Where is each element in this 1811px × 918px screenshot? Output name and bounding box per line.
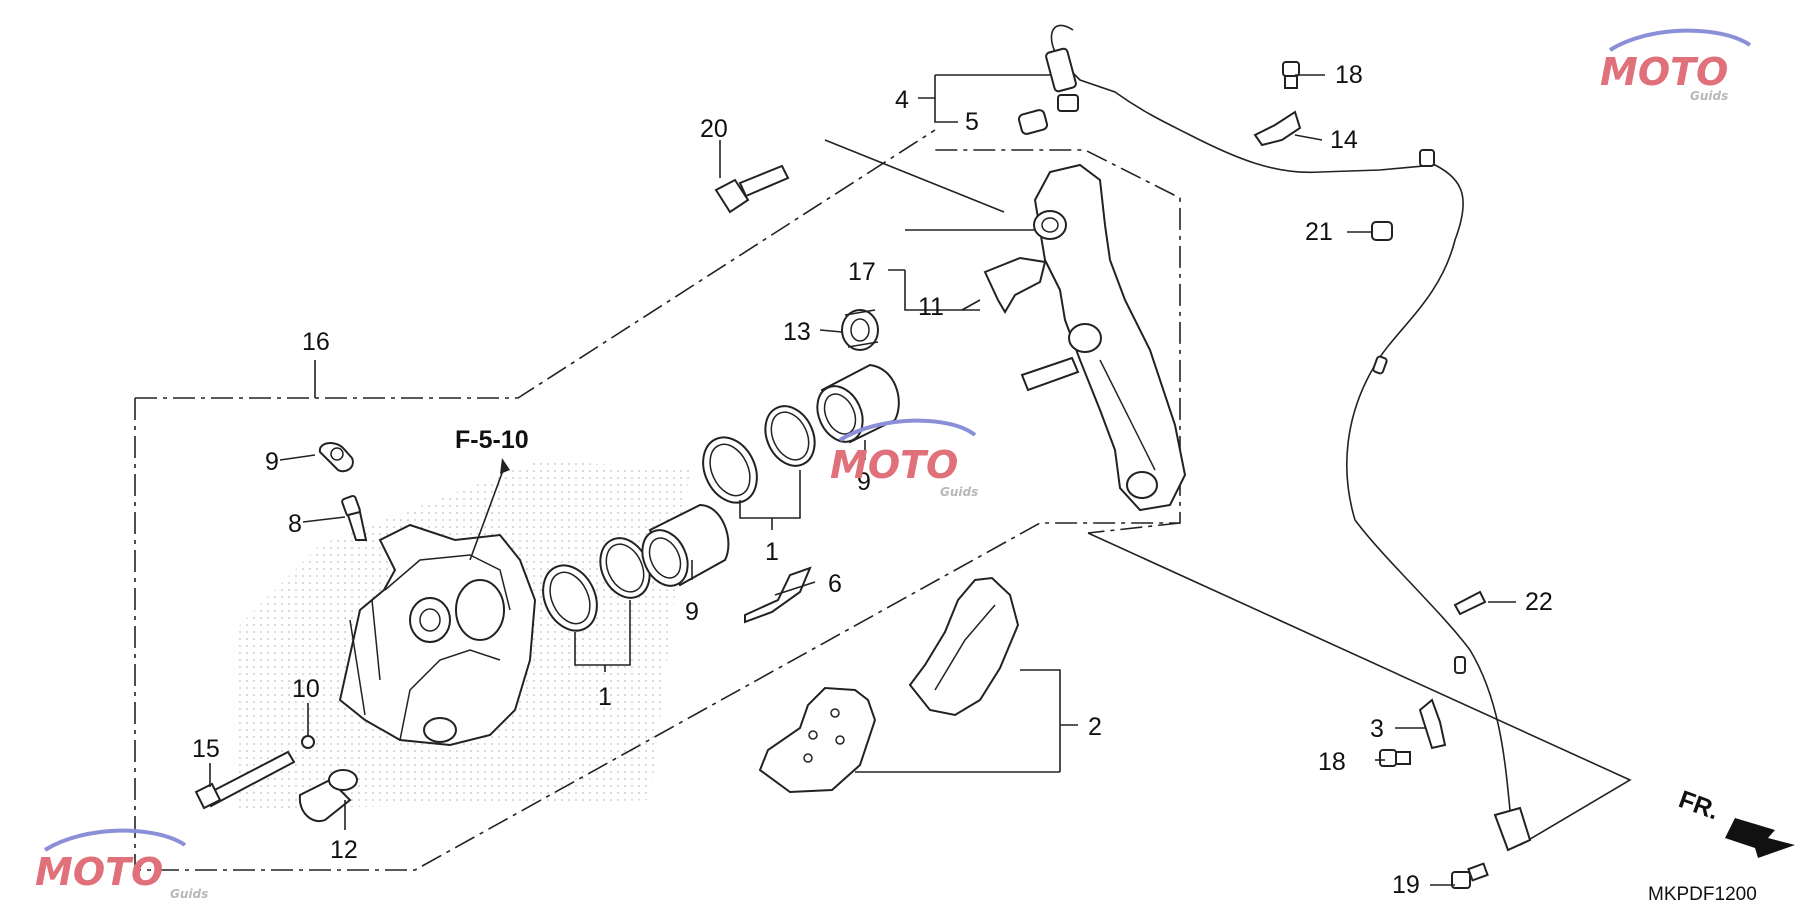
diagram-code: MKPDF1200 [1648, 884, 1757, 905]
reference-label: F-5-10 [455, 426, 529, 454]
part-3-bracket [1418, 698, 1447, 750]
watermark-sub-center: Guids [940, 485, 978, 499]
seal-pair-rear [702, 405, 816, 504]
watermark-sub-bottom: Guids [170, 887, 208, 901]
callout-9-rear: 9 [857, 468, 871, 496]
part-20-bolt [714, 164, 790, 214]
part-14-bracket [1253, 110, 1302, 147]
part-13-boot [841, 309, 879, 351]
part-7-bleeder [341, 494, 368, 541]
part-15-pin [194, 750, 296, 810]
sensor-harness [1045, 24, 1532, 852]
watermark-sub-top: Guids [1690, 89, 1728, 103]
callout-6: 6 [828, 570, 842, 598]
part-12-plug [298, 769, 358, 823]
callout-9-front: 9 [685, 598, 699, 626]
callout-17: 17 [848, 258, 876, 286]
watermark-center: MOTO Guids [830, 418, 978, 499]
caliper-body [338, 523, 537, 747]
part-5-grommet [1017, 109, 1049, 135]
callout-22: 22 [1525, 588, 1553, 616]
part-10-oring [301, 735, 315, 749]
callout-19: 19 [1392, 871, 1420, 899]
part-21-clip [1371, 221, 1393, 241]
callout-8: 9 [265, 448, 279, 476]
part-17-bracket [1020, 163, 1187, 512]
callout-1-front: 1 [598, 683, 612, 711]
part-6-spring [744, 566, 812, 624]
callout-16: 16 [302, 328, 330, 356]
boundary-16 [134, 129, 1181, 871]
callout-20: 20 [700, 115, 728, 143]
callout-2: 2 [1088, 713, 1102, 741]
watermark-brand-bottom: MOTO [35, 850, 163, 894]
part-18-bolt-bottom [1379, 749, 1411, 767]
callout-3: 3 [1370, 715, 1384, 743]
piston-front [641, 503, 730, 587]
leader-lines [209, 74, 1516, 886]
callout-4: 4 [895, 86, 909, 114]
watermark-brand-top: MOTO [1600, 50, 1728, 94]
callout-14: 14 [1330, 126, 1358, 154]
part-18-bolt-top [1282, 61, 1300, 89]
callout-18-top: 18 [1335, 61, 1363, 89]
callout-5: 5 [965, 108, 979, 136]
callout-11: 11 [918, 293, 944, 321]
callout-12: 12 [330, 836, 358, 864]
callout-13: 13 [783, 318, 811, 346]
callout-1-rear: 1 [765, 538, 779, 566]
boundary-17 [1087, 522, 1181, 534]
direction-label: FR. [1675, 785, 1722, 825]
part-22-tag [1453, 590, 1487, 616]
boundary-sensor [824, 139, 1632, 846]
direction-arrow [1725, 818, 1795, 858]
watermark-top-right: MOTO Guids [1600, 28, 1752, 103]
callout-21: 21 [1305, 218, 1333, 246]
callout-18-bottom: 18 [1318, 748, 1346, 776]
watermark-bottom-left: MOTO Guids [35, 828, 208, 901]
callout-7: 8 [288, 510, 302, 538]
part-2-pads [758, 576, 1020, 794]
callout-labels: 16 9 8 10 15 12 1 9 1 9 6 13 2 20 4 5 17… [192, 61, 1553, 899]
seal-pair-front [542, 537, 651, 632]
part-8-cap [318, 442, 354, 473]
part-11-clip [983, 256, 1047, 314]
callout-15: 15 [192, 735, 220, 763]
callout-10: 10 [292, 675, 320, 703]
part-19-bolt [1451, 862, 1489, 889]
piston-rear [816, 363, 900, 444]
watermark-brand-center: MOTO [830, 443, 958, 487]
